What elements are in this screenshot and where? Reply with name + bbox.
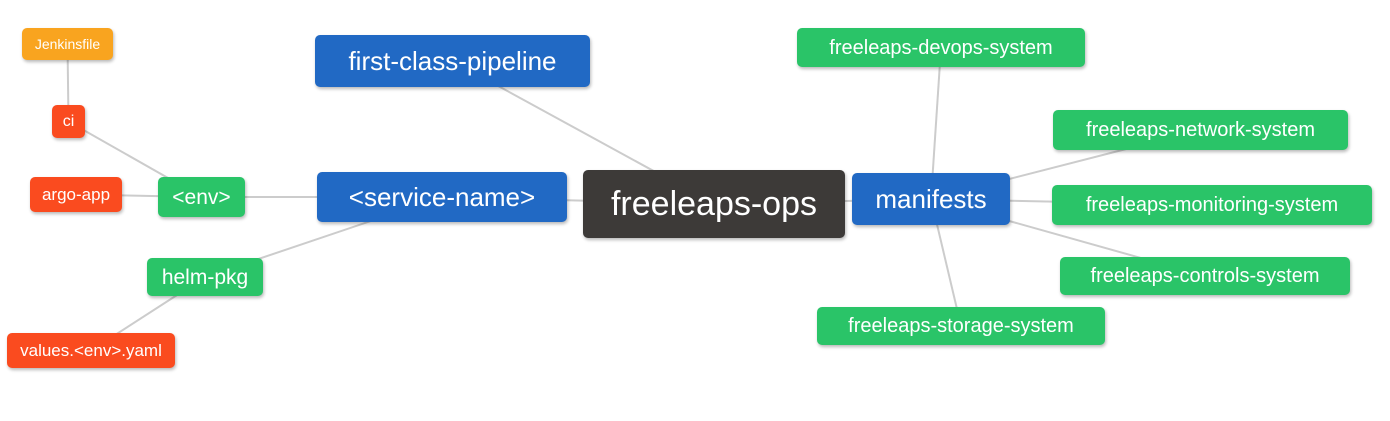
node-network-system[interactable]: freeleaps-network-system [1053,110,1348,150]
node-freeleaps-ops-root[interactable]: freeleaps-ops [583,170,845,238]
node-controls-system[interactable]: freeleaps-controls-system [1060,257,1350,295]
node-ci[interactable]: ci [52,105,85,138]
node-devops-system[interactable]: freeleaps-devops-system [797,28,1085,67]
node-argo-app[interactable]: argo-app [30,177,122,212]
node-helm-pkg[interactable]: helm-pkg [147,258,263,296]
node-service-name[interactable]: <service-name> [317,172,567,222]
node-first-class-pipeline[interactable]: first-class-pipeline [315,35,590,87]
node-env[interactable]: <env> [158,177,245,217]
node-monitoring-system[interactable]: freeleaps-monitoring-system [1052,185,1372,225]
node-storage-system[interactable]: freeleaps-storage-system [817,307,1105,345]
node-values-env-yaml[interactable]: values.<env>.yaml [7,333,175,368]
node-jenkinsfile[interactable]: Jenkinsfile [22,28,113,60]
node-manifests[interactable]: manifests [852,173,1010,225]
